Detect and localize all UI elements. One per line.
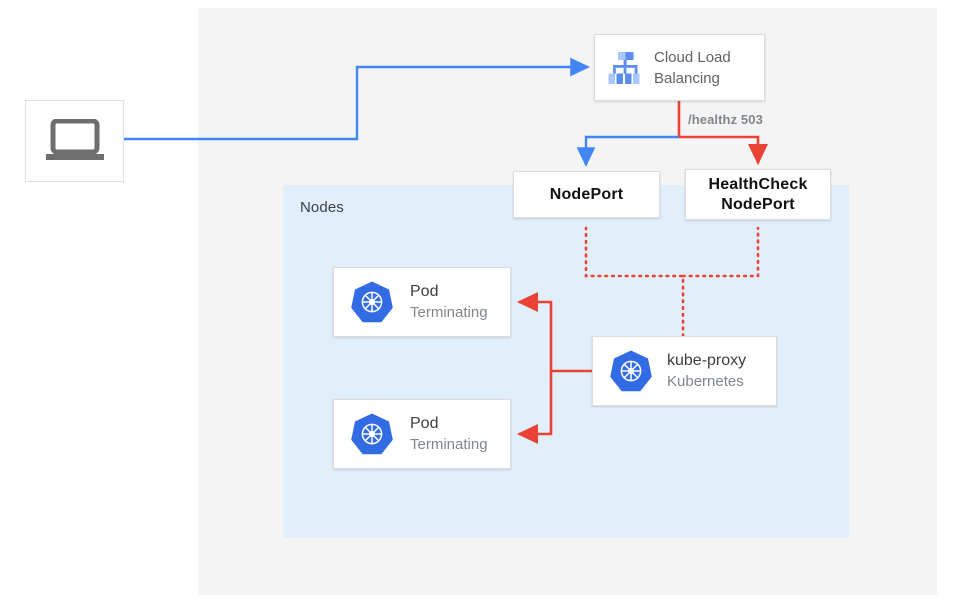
pod-title: Pod (410, 415, 439, 432)
client-node[interactable] (25, 100, 124, 182)
pod-node-2[interactable]: Pod Terminating (333, 399, 511, 469)
kube-proxy-node[interactable]: kube-proxy Kubernetes (592, 336, 777, 406)
healthcheck-nodeport-label: HealthCheck NodePort (708, 175, 808, 213)
nodeport-label: NodePort (549, 185, 624, 203)
cloud-load-balancing-icon (608, 51, 640, 84)
nodes-region-label: Nodes (300, 199, 344, 216)
pod-status: Terminating (410, 304, 488, 321)
cloud-load-balancing-node[interactable]: Cloud Load Balancing (594, 34, 765, 101)
healthz-status-label: /healthz 503 (688, 112, 763, 127)
nodeport-node[interactable]: NodePort (513, 171, 660, 218)
kubernetes-icon (351, 281, 393, 323)
healthcheck-nodeport-node[interactable]: HealthCheck NodePort (685, 169, 831, 220)
pod-node-1[interactable]: Pod Terminating (333, 267, 511, 337)
kube-proxy-subtitle: Kubernetes (667, 373, 744, 390)
laptop-icon (45, 119, 104, 160)
cloud-load-balancing-label: Cloud Load Balancing (654, 48, 731, 87)
pod-title: Pod (410, 283, 439, 300)
pod-status: Terminating (410, 436, 488, 453)
kube-proxy-title: kube-proxy (667, 352, 747, 369)
kubernetes-icon (610, 350, 652, 392)
kubernetes-icon (351, 413, 393, 455)
